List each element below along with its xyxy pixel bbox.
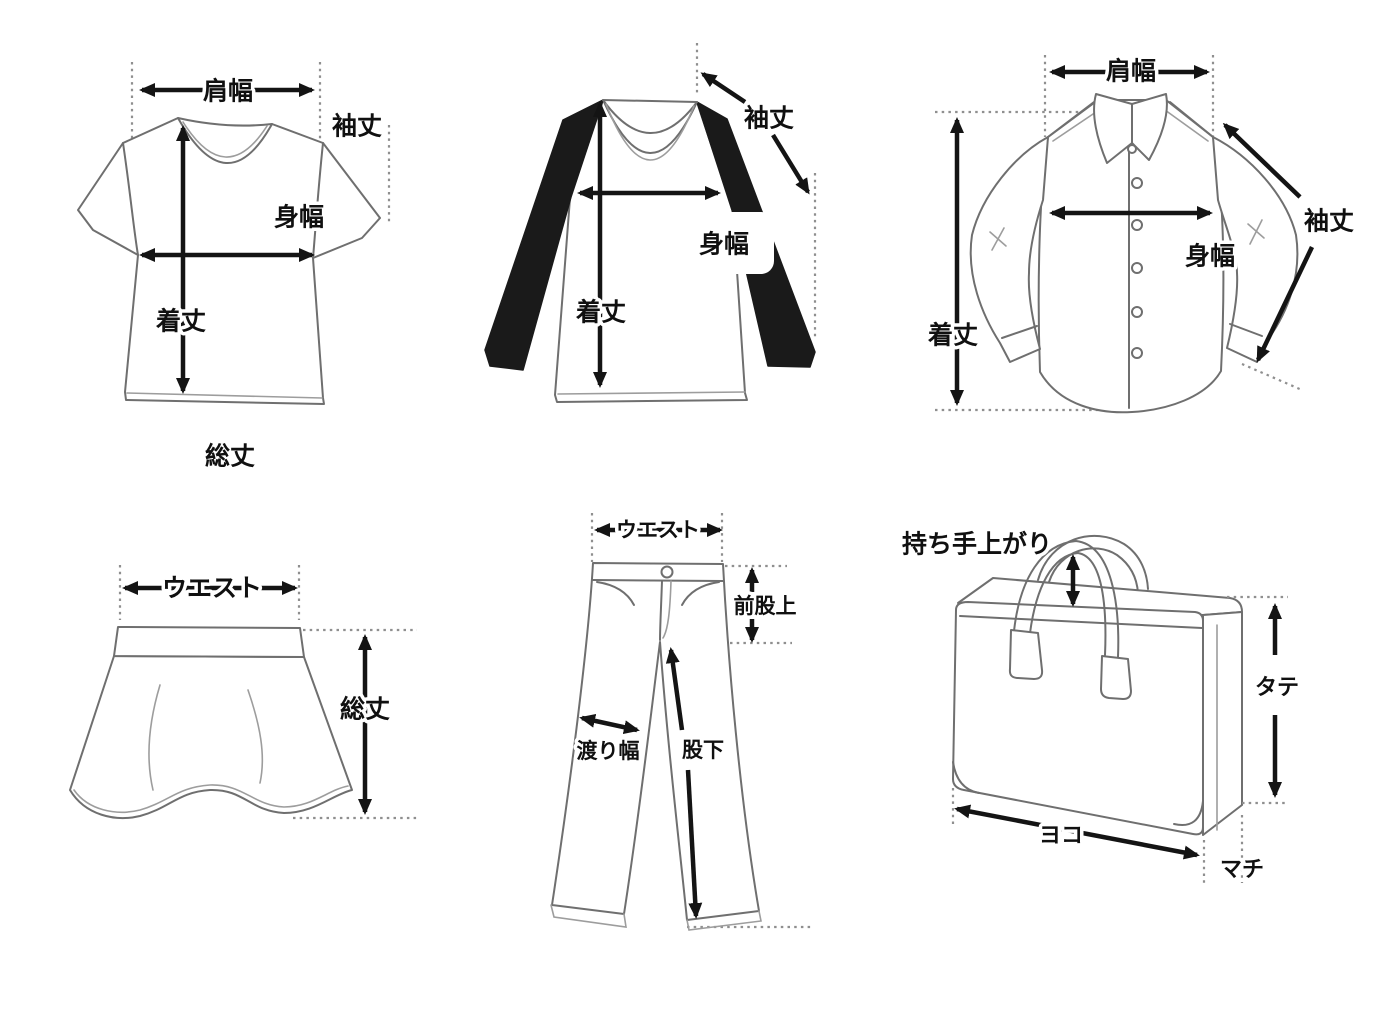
dress-shirt-diagram: 肩幅 袖丈 身幅 着丈	[923, 53, 1358, 414]
pants-artwork	[550, 562, 762, 931]
tshirt-diagram: 肩幅 袖丈 身幅 着丈 総丈	[77, 62, 391, 474]
skirt-guide-lines	[118, 565, 418, 820]
shirt-artwork	[969, 93, 1299, 414]
pants-left-pocket	[596, 581, 635, 606]
tshirt-shoulder-width-label: 肩幅	[203, 77, 253, 106]
pants-right-pocket	[681, 581, 720, 606]
pants-inseam-label: 股下	[682, 738, 724, 762]
shirt-measure-arrows	[950, 65, 1315, 406]
raglan-sleeve-length-arrow-upper	[700, 72, 747, 104]
raglan-guide-lines	[695, 43, 817, 340]
skirt-total-length-label: 総丈	[340, 695, 390, 724]
bag-front-handle	[1008, 540, 1132, 700]
bag-body	[952, 577, 1243, 836]
pants-diagram: ウエスト 前股上 渡り幅 股下	[550, 513, 812, 931]
tshirt-sleeve-length-label: 袖丈	[332, 112, 382, 141]
raglan-length-label: 着丈	[575, 298, 626, 327]
shirt-guide-lines	[935, 55, 1303, 412]
pants-thigh-width-arrow	[579, 713, 640, 735]
skirt-waistband	[113, 626, 305, 658]
skirt-diagram: ウエスト 総丈	[69, 565, 418, 820]
shirt-sleeve-length-arrow-lower	[1255, 246, 1315, 363]
raglan-label-box	[690, 212, 774, 274]
skirt-artwork	[69, 626, 353, 819]
tshirt-length-label: 着丈	[155, 307, 206, 336]
bag-diagram: 持ち手上がり タテ ヨコ マチ	[898, 526, 1302, 886]
shirt-sleeve-length-arrow-upper	[1222, 122, 1302, 199]
shirt-body-width-label: 身幅	[1185, 242, 1235, 271]
raglan-artwork	[484, 99, 816, 403]
raglan-measure-arrows	[577, 72, 810, 388]
tshirt-artwork	[77, 117, 381, 405]
raglan-left-sleeve	[484, 99, 604, 371]
shirt-collar-right	[1131, 93, 1168, 161]
bag-width-arrow	[954, 804, 1200, 860]
bag-width-label: ヨコ	[1039, 824, 1083, 849]
pants-inseam-arrow-upper	[665, 647, 685, 731]
tshirt-guide-lines	[130, 62, 391, 222]
bag-handle-rise-label: 持ち手上がり	[902, 530, 1052, 559]
raglan-body-width-label: 身幅	[699, 230, 749, 259]
raglan-shirt-diagram: 袖丈 身幅 着丈	[484, 43, 817, 403]
pants-measure-arrows	[579, 523, 759, 919]
shirt-buttons	[1131, 177, 1143, 359]
pants-thigh-width-label: 渡り幅	[577, 739, 640, 763]
shirt-collar-button	[1127, 144, 1137, 154]
skirt-measure-arrows	[122, 581, 372, 815]
tshirt-measure-arrows	[139, 83, 315, 394]
bag-zipper-line	[959, 615, 1203, 629]
shirt-collar-left	[1093, 93, 1133, 164]
shirt-left-sleeve	[969, 136, 1049, 363]
bag-gusset-depth-label: マチ	[1220, 858, 1264, 883]
pants-inseam-arrow-lower	[685, 769, 703, 919]
skirt-waist-label: ウエスト	[162, 574, 262, 603]
tshirt-body-width-label: 身幅	[274, 203, 324, 232]
bag-rear-handle	[1037, 535, 1149, 594]
pants-button	[660, 565, 674, 579]
pants-waist-label: ウエスト	[616, 518, 700, 542]
bag-height-label: タテ	[1255, 676, 1299, 701]
shirt-shoulder-width-label: 肩幅	[1106, 57, 1156, 86]
raglan-sleeve-length-label: 袖丈	[744, 104, 794, 133]
bag-corner-patch-left	[952, 761, 980, 794]
shirt-sleeve-length-label: 袖丈	[1304, 207, 1354, 236]
pants-front-rise-label: 前股上	[734, 594, 797, 618]
bag-measure-arrows	[954, 554, 1282, 860]
raglan-sleeve-length-arrow-lower	[771, 133, 810, 195]
tshirt-total-length-label: 総丈	[205, 442, 255, 471]
bag-guide-lines	[951, 595, 1288, 883]
shirt-length-label: 着丈	[927, 321, 978, 350]
